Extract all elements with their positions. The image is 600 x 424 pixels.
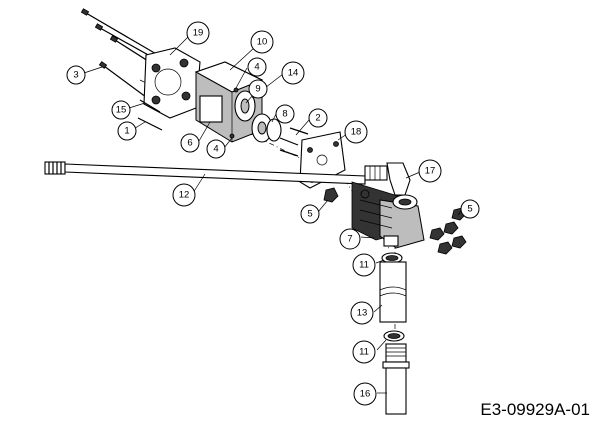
callout-7: 7 [339,228,361,250]
svg-text:8: 8 [282,109,287,120]
callout-5-left: 5 [300,204,320,224]
svg-text:5: 5 [467,204,472,215]
svg-text:4: 4 [213,144,218,155]
svg-text:5: 5 [307,209,312,220]
svg-text:1: 1 [124,126,129,137]
callout-2: 2 [308,108,328,128]
callout-16: 16 [353,382,377,406]
hydraulic-pump [351,181,425,249]
callout-17: 17 [418,159,442,183]
pump-housing [194,61,264,143]
svg-text:4: 4 [254,62,259,73]
callout-9: 9 [248,79,268,99]
svg-text:18: 18 [351,127,362,138]
svg-text:15: 15 [116,105,127,116]
long-hose [44,161,366,185]
svg-text:6: 6 [187,138,192,149]
callout-1: 1 [117,121,137,141]
elbow-fitting [364,162,411,196]
callout-11-upper: 11 [352,253,376,277]
svg-text:11: 11 [359,260,369,271]
svg-text:3: 3 [73,70,78,81]
svg-text:16: 16 [360,389,371,400]
callout-15: 15 [111,100,131,120]
callout-12: 12 [172,183,196,207]
leader-lines [83,36,462,394]
svg-text:9: 9 [255,84,260,95]
dowel-pin-15 [139,99,161,113]
small-pin-lower [229,133,235,139]
suction-pipe [382,343,410,415]
svg-text:13: 13 [357,308,368,319]
svg-text:14: 14 [288,68,299,79]
callout-5-right: 5 [460,199,480,219]
callout-11-lower: 11 [352,340,376,364]
svg-text:17: 17 [425,166,436,177]
callout-10: 10 [250,30,274,54]
small-pin-upper [233,87,239,93]
callout-4-upper: 4 [247,57,267,77]
callout-13: 13 [350,301,374,325]
vertical-hose [379,261,407,323]
hex-nut-left [323,187,339,203]
callout-6: 6 [180,133,200,153]
dowel-pin-1 [137,117,163,131]
callout-14: 14 [281,61,305,85]
svg-text:12: 12 [179,190,190,201]
callout-19: 19 [186,21,210,45]
svg-text:19: 19 [193,28,204,39]
svg-text:11: 11 [359,347,369,358]
drawing-code: E3-09929A-01 [480,400,590,419]
callout-3: 3 [66,65,86,85]
hose-clamp-lower [383,330,405,342]
short-bolts [279,127,309,157]
callout-18: 18 [344,120,368,144]
callout-8: 8 [275,104,295,124]
seal-ring [266,118,282,142]
end-cover-plate [143,47,201,119]
svg-text:7: 7 [347,234,352,245]
svg-text:2: 2 [315,113,320,124]
hex-nuts-right [429,207,467,255]
svg-text:10: 10 [257,37,268,48]
callout-4-lower: 4 [206,139,226,159]
